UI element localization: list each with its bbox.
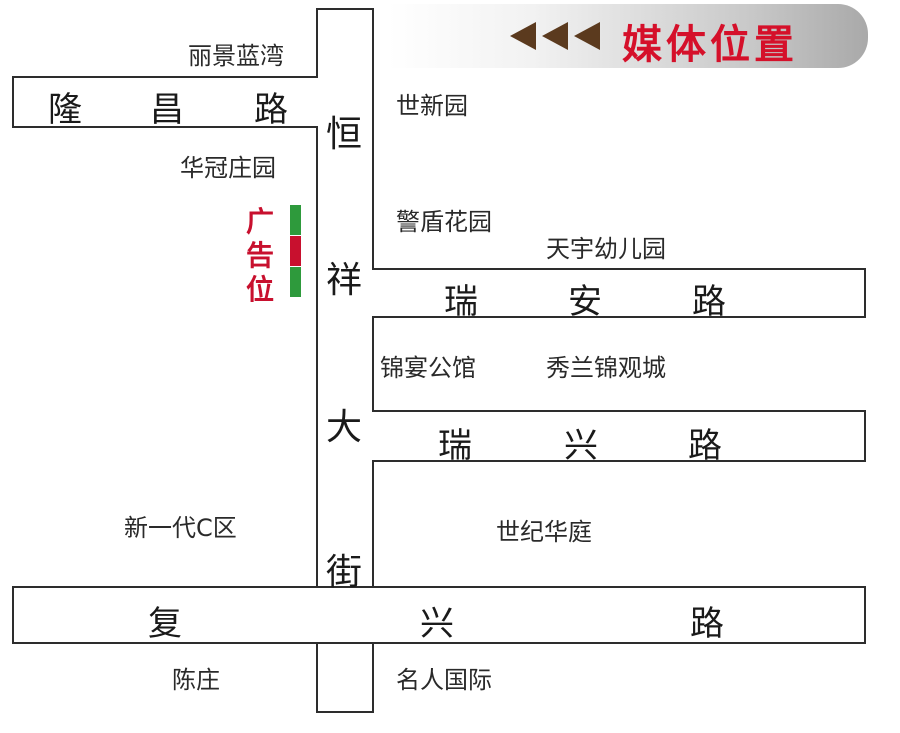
- road-longchang: [12, 76, 318, 128]
- ruian-char-1: 瑞: [444, 282, 478, 322]
- main-street-char-3: 大: [325, 407, 362, 448]
- ad-spot-char-3: 位: [246, 273, 275, 306]
- place-shixin-yuan: 世新园: [396, 92, 468, 120]
- place-tianyu-kindergarten: 天宇幼儿园: [546, 235, 666, 263]
- ad-spot-bar-bottom: [290, 267, 301, 297]
- ad-spot-char-2: 告: [246, 239, 275, 272]
- ad-spot-bar-top: [290, 205, 301, 235]
- place-jingdun-huayuan: 警盾花园: [396, 208, 492, 236]
- longchang-char-1: 隆: [48, 90, 82, 130]
- fuxing-char-2: 兴: [420, 604, 454, 644]
- fuxing-char-3: 路: [690, 604, 724, 644]
- title-banner: [388, 4, 868, 68]
- longchang-char-3: 路: [254, 90, 288, 130]
- main-street-char-2: 祥: [325, 260, 362, 301]
- ruixing-char-3: 路: [688, 426, 722, 466]
- fuxing-char-1: 复: [148, 604, 182, 644]
- place-jinyan-gongguan: 锦宴公馆: [380, 354, 476, 382]
- place-lijing-lanwan: 丽景蓝湾: [188, 42, 284, 70]
- main-street-char-1: 恒: [325, 114, 362, 155]
- place-xiulan-jinguancheng: 秀兰锦观城: [546, 354, 666, 382]
- ruixing-char-2: 兴: [564, 426, 598, 466]
- ruian-char-2: 安: [568, 282, 602, 322]
- ad-spot-bar-middle: [290, 236, 301, 266]
- place-huaguan-zhuangyuan: 华冠庄园: [180, 154, 276, 182]
- place-mingren-guoji: 名人国际: [396, 666, 492, 694]
- place-chenzhuang: 陈庄: [172, 666, 220, 694]
- road-ruixing: [372, 410, 866, 462]
- ruixing-char-1: 瑞: [438, 426, 472, 466]
- road-fuxing: [12, 586, 866, 644]
- place-shiji-huating: 世纪华庭: [496, 518, 592, 546]
- ruian-char-3: 路: [692, 282, 726, 322]
- longchang-char-2: 昌: [150, 90, 184, 130]
- road-ruian: [372, 268, 866, 318]
- main-street-char-4: 街: [325, 552, 362, 593]
- place-xinyidai-c: 新一代C区: [124, 514, 237, 542]
- ad-spot-char-1: 广: [246, 205, 275, 238]
- map-title: 媒体位置: [622, 22, 798, 68]
